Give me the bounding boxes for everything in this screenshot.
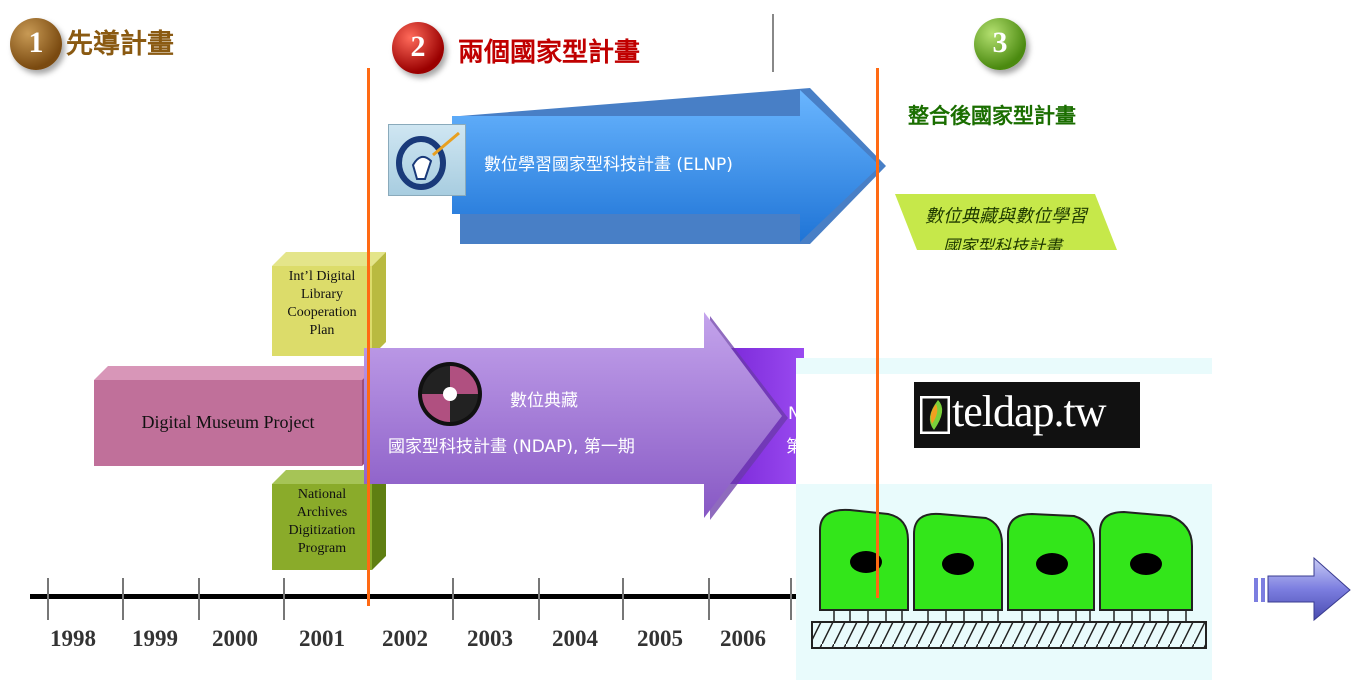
intl-library-line: Int’l Digital [288, 269, 356, 284]
national-archives-line: Archives [296, 505, 348, 520]
timeline-axis [30, 594, 796, 599]
elnp-logo [388, 124, 466, 196]
timeline-tick [790, 578, 792, 620]
elnp-label: 數位學習國家型科技計畫 (ELNP) [484, 155, 733, 175]
taiwan-leaf-icon [920, 396, 950, 434]
timeline-tick [198, 578, 200, 620]
phase-3-badge: 3 [974, 18, 1026, 70]
year-label: 2006 [720, 626, 766, 651]
intl-library-line: Cooperation [287, 305, 357, 320]
timeline-tick [283, 578, 285, 620]
phase-1-title: 先導計畫 [66, 29, 174, 60]
phase-3-number: 3 [992, 26, 1008, 59]
e-learning-icon [396, 131, 460, 190]
intl-library-line: Plan [309, 323, 335, 338]
national-archives-line: Digitization [288, 523, 356, 538]
timeline-tick [622, 578, 624, 620]
elnp-arrow [452, 88, 886, 244]
phase-2-title: 兩個國家型計畫 [458, 38, 641, 68]
integrated-program-line2: 國家型科技計畫 [943, 237, 1062, 250]
integrated-program-banner: 數位典藏與數位學習 國家型科技計畫 [895, 194, 1117, 250]
timeline-tick [47, 578, 49, 620]
year-label: 2004 [552, 626, 598, 651]
integrated-program-line1: 數位典藏與數位學習 [925, 206, 1087, 227]
phase-1-number: 1 [28, 26, 44, 59]
intl-library-cube [272, 252, 386, 356]
national-archives-label: National Archives Digitization Program [272, 486, 372, 558]
phase-3-title: 整合後國家型計畫 [908, 103, 1076, 128]
phase-2-badge: 2 [392, 22, 444, 74]
phase-divider [772, 14, 774, 72]
year-label: 2001 [299, 626, 345, 651]
year-label: 2005 [637, 626, 683, 651]
ndap-title: 數位典藏 [510, 391, 578, 411]
national-archives-line: Program [297, 541, 347, 556]
year-label: 1998 [50, 626, 96, 651]
timeline-tick [708, 578, 710, 620]
ndap-subtitle: 國家型科技計畫 (NDAP), 第一期 [388, 437, 635, 457]
timeline-tick [452, 578, 454, 620]
year-label: 1999 [132, 626, 178, 651]
phase-2-number: 2 [410, 30, 426, 63]
phase-1-badge: 1 [10, 18, 62, 70]
digital-museum-label: Digital Museum Project [141, 412, 315, 432]
ndap-arrows [364, 312, 804, 520]
national-archives-cube [272, 470, 386, 570]
year-label: 2000 [212, 626, 258, 651]
timeline-tick [538, 578, 540, 620]
cell-layer-illustration [811, 508, 1207, 649]
phase-marker-line [876, 68, 879, 598]
teldap-logo-text: teldap.tw [952, 387, 1107, 436]
phase-marker-line [367, 68, 370, 606]
national-archives-line: National [297, 487, 347, 502]
ndap-emblem-icon [418, 362, 482, 426]
teldap-logo: teldap.tw [914, 382, 1140, 448]
intl-library-line: Library [301, 287, 343, 302]
next-arrow-icon[interactable] [1252, 556, 1352, 622]
intl-library-label: Int’l Digital Library Cooperation Plan [272, 268, 372, 340]
timeline-tick [122, 578, 124, 620]
year-label: 2002 [382, 626, 428, 651]
year-label: 2003 [467, 626, 513, 651]
ndap-logo [416, 360, 484, 428]
